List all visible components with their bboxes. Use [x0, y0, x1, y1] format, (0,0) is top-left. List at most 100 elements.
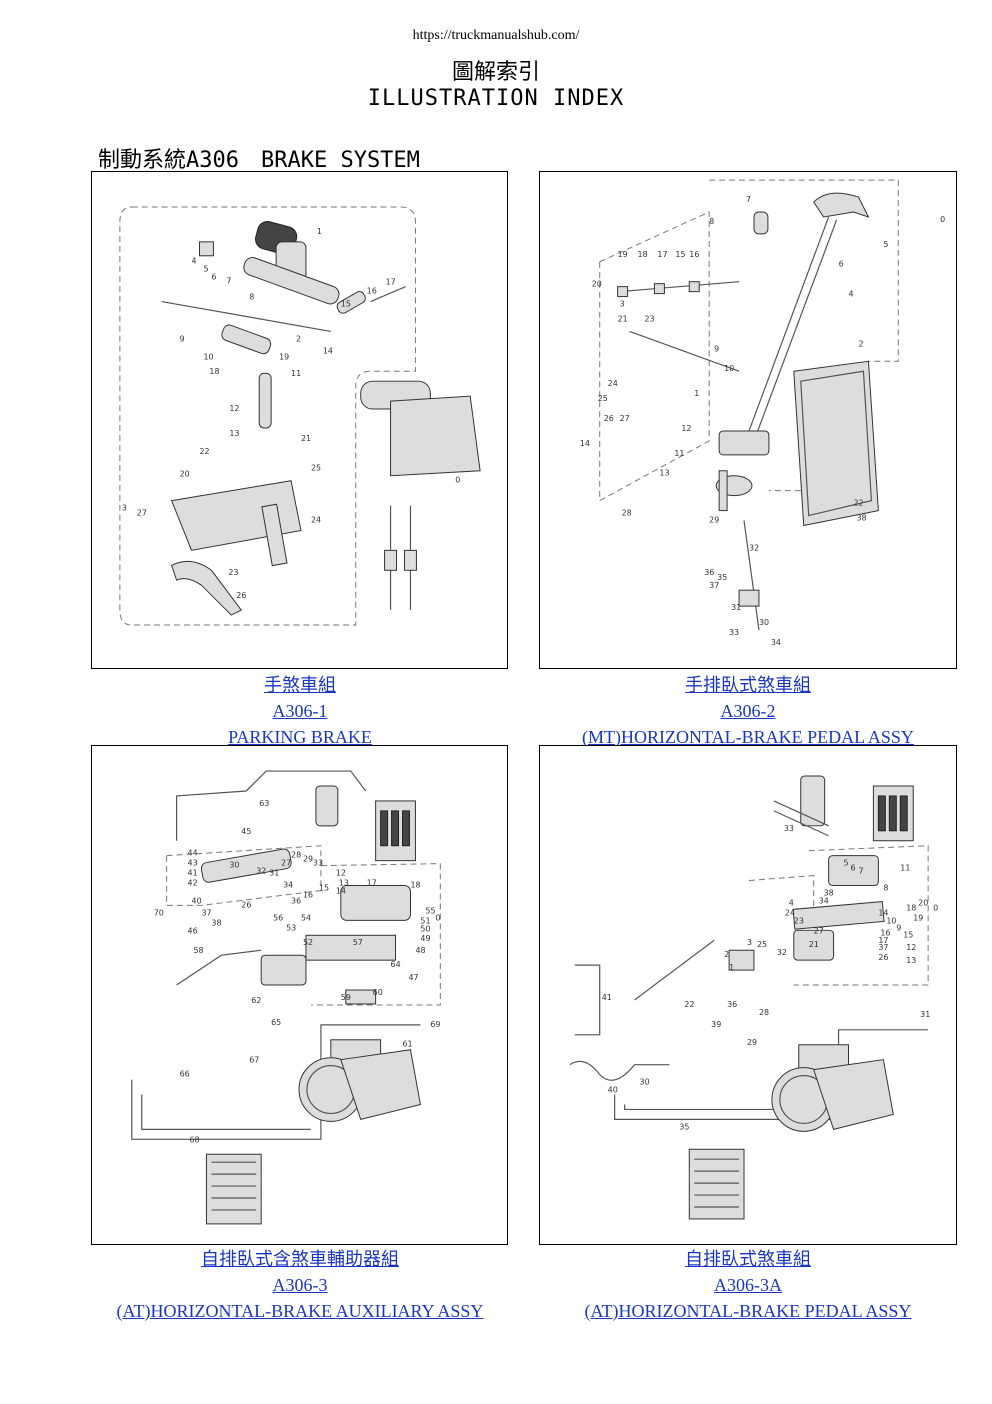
callout: 14: [336, 886, 346, 895]
callout: 25: [311, 464, 321, 473]
callout: 0: [455, 476, 460, 485]
callout: 37: [709, 581, 719, 590]
callout: 23: [794, 916, 804, 925]
link-parking-brake-zh[interactable]: 手煞車組: [264, 675, 336, 695]
callout: 37: [878, 943, 888, 952]
figure-at-horizontal-brake-pedal[interactable]: 0 1 2 3 4 5 6 7 8 9 10 11 12 13 14 15 16…: [539, 745, 957, 1245]
figure-at-horizontal-brake-auxiliary[interactable]: 0 12 13 14 15 16 17 18 26 27 28 29 30 31…: [91, 745, 508, 1245]
callout: 20: [918, 898, 928, 907]
link-parking-brake-en[interactable]: PARKING BRAKE: [228, 727, 372, 747]
link-at-auxiliary-en[interactable]: (AT)HORIZONTAL-BRAKE AUXILIARY ASSY: [116, 1301, 484, 1321]
callout: 28: [622, 509, 632, 518]
callout: 9: [896, 923, 901, 932]
callout: 18: [638, 250, 648, 259]
callout: 62: [251, 996, 261, 1005]
callout: 19: [279, 352, 289, 361]
callout: 22: [853, 499, 863, 508]
link-at-auxiliary-zh[interactable]: 自排臥式含煞車輔助器組: [201, 1249, 399, 1269]
link-mt-brake-zh[interactable]: 手排臥式煞車組: [685, 675, 811, 695]
callout: 35: [717, 573, 727, 582]
section-heading: 制動系統A306 BRAKE SYSTEM: [98, 148, 420, 173]
callout: 59: [341, 993, 351, 1002]
link-mt-brake-code[interactable]: A306-2: [720, 701, 776, 721]
callout: 16: [303, 890, 313, 899]
callout: 28: [291, 851, 301, 860]
callout: 38: [824, 888, 834, 897]
callout: 30: [759, 618, 769, 627]
callout: 21: [809, 940, 819, 949]
caption-parking-brake: 手煞車組 A306-1 PARKING BRAKE: [90, 672, 510, 750]
callout: 10: [886, 916, 896, 925]
callout: 32: [777, 948, 787, 957]
callout: 30: [640, 1078, 650, 1087]
callout: 9: [714, 344, 719, 353]
callout: 41: [188, 869, 198, 878]
callout: 0: [940, 215, 945, 224]
callout: 26: [878, 953, 888, 962]
figure-parking-brake[interactable]: 1 2 3 4 5 6 7 8 9 10 11 12 13 14 15 16 1…: [91, 171, 508, 669]
callout: 28: [759, 1008, 769, 1017]
callout: 14: [580, 439, 590, 448]
figure-mt-horizontal-brake-pedal[interactable]: 0 1 2 3 4 5 6 7 8 9 10 11 12 13 14 15 16…: [539, 171, 957, 669]
link-at-pedal-en[interactable]: (AT)HORIZONTAL-BRAKE PEDAL ASSY: [584, 1301, 912, 1321]
callout: 2: [858, 339, 863, 348]
callout: 15: [341, 300, 351, 309]
callout: 24: [785, 908, 795, 917]
callout: 11: [291, 369, 301, 378]
callout: 18: [410, 881, 420, 890]
callout: 37: [201, 908, 211, 917]
callout: 53: [286, 923, 296, 932]
callout: 13: [906, 956, 916, 965]
callout: 27: [620, 414, 630, 423]
callout: 45: [241, 827, 251, 836]
callout: 20: [180, 470, 190, 479]
link-at-pedal-zh[interactable]: 自排臥式煞車組: [685, 1249, 811, 1269]
link-at-pedal-code[interactable]: A306-3A: [714, 1275, 782, 1295]
callout: 33: [313, 859, 323, 868]
callout: 4: [789, 898, 794, 907]
callout: 55: [425, 906, 435, 915]
callout: 25: [598, 394, 608, 403]
callout: 61: [403, 1040, 413, 1049]
callout: 32: [256, 867, 266, 876]
callout: 8: [249, 293, 254, 302]
callout: 27: [281, 859, 291, 868]
callout: 12: [336, 869, 346, 878]
callout: 9: [180, 334, 185, 343]
callout: 33: [784, 824, 794, 833]
callout: 24: [311, 516, 321, 525]
callout: 41: [602, 993, 612, 1002]
caption-at-horizontal-brake-auxiliary: 自排臥式含煞車輔助器組 A306-3 (AT)HORIZONTAL-BRAKE …: [90, 1246, 510, 1324]
callout: 49: [420, 934, 430, 943]
callout: 2: [724, 950, 729, 959]
callout: 38: [856, 514, 866, 523]
callout: 29: [747, 1038, 757, 1047]
callout: 51: [420, 916, 430, 925]
callout: 40: [192, 896, 202, 905]
callout: 16: [689, 250, 699, 259]
callout: 12: [681, 424, 691, 433]
callout: 56: [273, 913, 283, 922]
callout: 13: [339, 879, 349, 888]
page-title-chinese: 圖解索引: [451, 60, 540, 85]
at-brake-auxiliary-drawing: 0 12 13 14 15 16 17 18 26 27 28 29 30 31…: [131, 770, 441, 1225]
callout: 40: [608, 1086, 618, 1095]
link-at-auxiliary-code[interactable]: A306-3: [272, 1275, 328, 1295]
callout: 30: [229, 861, 239, 870]
link-mt-brake-en[interactable]: (MT)HORIZONTAL-BRAKE PEDAL ASSY: [582, 727, 914, 747]
caption-mt-horizontal-brake-pedal: 手排臥式煞車組 A306-2 (MT)HORIZONTAL-BRAKE PEDA…: [538, 672, 958, 750]
callout: 19: [913, 913, 923, 922]
link-parking-brake-code[interactable]: A306-1: [272, 701, 328, 721]
callout: 22: [684, 1000, 694, 1009]
at-brake-pedal-drawing: 0 1 2 3 4 5 6 7 8 9 10 11 12 13 14 15 16…: [569, 775, 938, 1220]
callout: 66: [180, 1070, 190, 1079]
caption-at-horizontal-brake-pedal: 自排臥式煞車組 A306-3A (AT)HORIZONTAL-BRAKE PED…: [538, 1246, 958, 1324]
callout: 3: [747, 938, 752, 947]
callout: 10: [724, 364, 734, 373]
callout: 4: [849, 290, 854, 299]
callout: 27: [137, 509, 147, 518]
callout: 0: [933, 903, 938, 912]
callout: 26: [604, 414, 614, 423]
callout: 60: [373, 988, 383, 997]
callout: 6: [211, 273, 216, 282]
